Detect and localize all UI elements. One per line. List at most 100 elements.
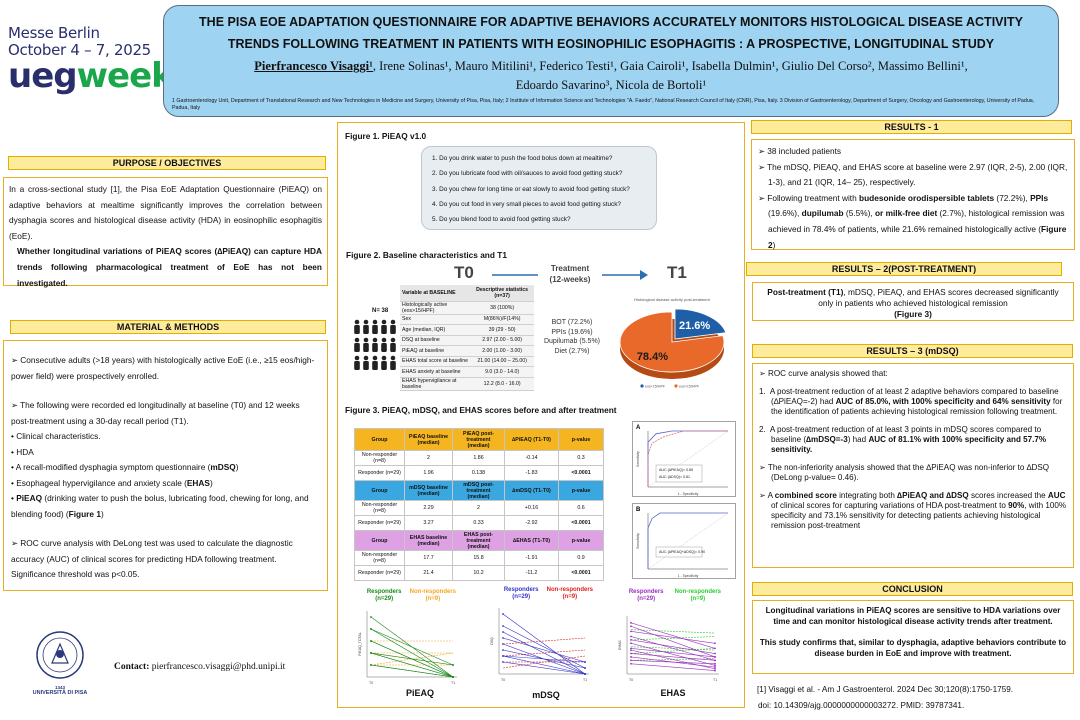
roc-curve xyxy=(647,430,728,487)
pie-title: Histological disease activity post-treat… xyxy=(634,297,710,302)
roc-frame xyxy=(632,421,736,497)
responder-point xyxy=(714,664,716,667)
pie-legend-swatch xyxy=(640,384,644,388)
responder-point xyxy=(630,662,632,665)
person-icon xyxy=(381,355,387,361)
responder-line xyxy=(370,628,454,666)
person-icon xyxy=(381,325,387,334)
references: [1] Visaggi et al. - Am J Gastroenterol.… xyxy=(757,682,1013,713)
roc-diagonal xyxy=(647,512,729,570)
logo-wordmark: uegweek xyxy=(8,56,174,96)
methods-item: • A recall-modified dysphagia symptom qu… xyxy=(11,462,239,472)
person-icon xyxy=(381,343,387,352)
person-icon xyxy=(372,361,378,370)
pieaq-question: 3. Do you chew for long time or eat slow… xyxy=(432,185,630,193)
person-icon xyxy=(390,325,396,334)
fig2-title: Figure 2. Baseline characteristics and T… xyxy=(346,250,507,260)
methods-heading: MATERIAL & METHODS xyxy=(10,320,326,334)
nonresponder-line xyxy=(502,649,586,657)
responder-point xyxy=(630,621,632,624)
seal-year: 1343 xyxy=(54,685,65,690)
purpose-text: In a cross-sectional study [1], the Pisa… xyxy=(9,184,322,241)
roc-curve xyxy=(647,430,728,487)
pieaq-question: 5. Do you blend food to avoid food getti… xyxy=(432,216,571,224)
mdsq-spaghetti-plot: DSQ T0 T1 xyxy=(490,608,589,682)
plot-y-label: PiEAQ_TOTAL xyxy=(358,632,362,655)
person-icon xyxy=(354,337,360,343)
ehas-legend: Responders(n=29) Non-responders(n=9) xyxy=(628,589,721,602)
university-seal: 1343 UNIVERSITÀ DI PISA xyxy=(30,630,90,696)
plot-label-ehas: EHAS xyxy=(660,688,686,698)
pie-slice-label: 78.4% xyxy=(637,351,668,363)
responder-line xyxy=(502,655,586,663)
reference: [1] Visaggi et al. - Am J Gastroenterol.… xyxy=(757,685,1014,694)
responder-line xyxy=(630,653,716,661)
responder-point xyxy=(584,673,586,675)
results3-item: ➢ A combined score integrating both ∆PiE… xyxy=(759,491,1067,530)
responder-point xyxy=(714,642,716,645)
plot-y-label: DSQ xyxy=(490,637,494,645)
responder-point xyxy=(370,640,372,642)
responder-point xyxy=(502,625,504,627)
t1-label: T1 xyxy=(667,263,687,282)
person-icon xyxy=(363,361,369,370)
responder-point xyxy=(452,676,454,678)
plot-tick-t1: T1 xyxy=(583,678,587,682)
responder-line xyxy=(502,655,586,675)
responder-point xyxy=(630,630,632,633)
pie-legend-label: eos>15/HPF xyxy=(679,385,700,389)
responder-point xyxy=(630,649,632,652)
roc-legend-label: AUC (∆PiEAQ+∆DSQ)= 0.90 xyxy=(659,550,705,554)
table-header: Descriptive statistics (n=37) xyxy=(470,285,534,302)
person-icon xyxy=(372,325,378,334)
poster-title-line2: TRENDS FOLLOWING TREATMENT IN PATIENTS W… xyxy=(227,37,995,51)
results1-box: ➢ 38 included patients ➢ The mDSQ, PiEAQ… xyxy=(751,139,1075,250)
person-icon xyxy=(390,337,396,343)
plot-label-mdsq: mDSQ xyxy=(532,690,560,700)
nonresponder-line xyxy=(370,652,454,666)
responder-point xyxy=(630,647,632,650)
responder-point xyxy=(630,652,632,655)
responder-point xyxy=(714,647,716,650)
results1-item: ➢ 38 included patients xyxy=(758,146,842,156)
results1-item: ➢ Following treatment with budesonide or… xyxy=(758,192,1067,250)
person-icon xyxy=(372,355,378,361)
responder-line xyxy=(370,628,454,678)
responder-point xyxy=(714,656,716,658)
pieaq-question: 4. Do you cut food in very small pieces … xyxy=(432,200,621,208)
results1-item: ➢ The mDSQ, PiEAQ, and EHAS score at bas… xyxy=(758,161,1068,188)
roc-curve xyxy=(647,512,728,569)
person-icon xyxy=(363,343,369,352)
responder-point xyxy=(584,661,586,663)
results3-box: ➢ ROC curve analysis showed that: 1. A p… xyxy=(752,363,1074,568)
methods-item: • PiEAQ (drinking water to push the bolu… xyxy=(11,493,309,519)
person-icon xyxy=(354,325,360,334)
responder-point xyxy=(452,664,454,666)
results2-heading: RESULTS – 2(POST-TREATMENT) xyxy=(746,262,1062,276)
pieaq-legend: Responders(n=29) Non-responders(n=9) xyxy=(366,589,456,602)
responder-point xyxy=(502,631,504,633)
person-icon xyxy=(363,325,369,334)
results1-heading: RESULTS - 1 xyxy=(751,120,1072,134)
treatment-list: BOT (72.2%) PPIs (19.6%) Dupilumab (5.5%… xyxy=(543,319,601,355)
plot-tick-t0: T0 xyxy=(501,678,505,682)
pie-legend-swatch xyxy=(674,384,678,388)
person-icon xyxy=(363,355,369,361)
contact-email[interactable]: pierfrancesco.visaggi@phd.unipi.it xyxy=(151,662,286,672)
treatment-label: Treatment(12-weeks) xyxy=(549,264,591,284)
person-icon xyxy=(363,319,369,325)
results3-item: 1. A post-treatment reduction of at leas… xyxy=(759,387,1063,416)
plot-tick-t1: T1 xyxy=(451,681,455,685)
conclusion-text: This study confirms that, similar to dys… xyxy=(759,638,1067,658)
baseline-table: Variable at BASELINE Descriptive statist… xyxy=(400,285,534,391)
responder-line xyxy=(502,661,586,675)
responder-point xyxy=(714,652,716,655)
